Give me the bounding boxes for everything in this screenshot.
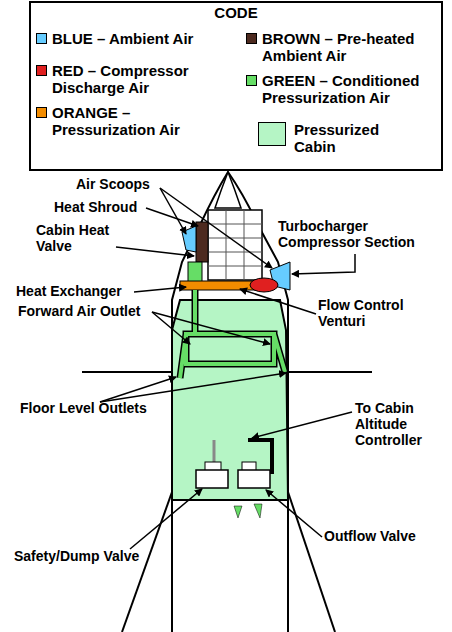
legend-heading: CODE [30, 5, 442, 21]
part-label: Forward Air Outlet [18, 303, 178, 319]
legend-text: GREEN – Conditioned Pressurization Air [262, 72, 437, 106]
leader-line [292, 254, 355, 274]
part-label: Outflow Valve [324, 528, 444, 544]
pressurization-duct [180, 281, 260, 290]
legend-text: Pressurized Cabin [294, 121, 404, 155]
part-label: Turbocharger Compressor Section [278, 218, 438, 250]
leader-line [100, 373, 286, 402]
part-label: Safety/Dump Valve [14, 548, 174, 564]
heat-shroud [196, 222, 208, 262]
leader-line [252, 412, 352, 438]
legend-swatch [258, 122, 286, 146]
fuselage-outline [172, 172, 288, 632]
legend-swatch [36, 65, 47, 76]
propeller-spinner [215, 172, 241, 208]
part-label: To Cabin Altitude Controller [355, 400, 440, 448]
leader-line [240, 289, 316, 314]
legend-text: BLUE – Ambient Air [52, 30, 212, 47]
legend-swatch [36, 107, 47, 118]
legend-swatch [246, 75, 257, 86]
leader-line [100, 377, 176, 402]
pressurized-cabin [172, 300, 288, 500]
legend-swatch [36, 33, 47, 44]
part-label: Flow Control Venturi [318, 297, 418, 329]
engine-detail [208, 210, 262, 280]
leader-line [130, 489, 202, 549]
left-wing-line [82, 371, 172, 373]
leader-line [152, 312, 270, 344]
right-tail-line [288, 492, 335, 632]
outflow-arrow [254, 504, 262, 518]
leader-line [116, 247, 194, 256]
leader-line [134, 287, 186, 292]
part-label: Floor Level Outlets [20, 400, 180, 416]
outflow-arrow [234, 506, 242, 518]
legend-text: ORANGE – Pressurization Air [52, 104, 212, 138]
leader-line [266, 490, 322, 537]
legend-text: BROWN – Pre-heated Ambient Air [262, 30, 437, 64]
leader-line [160, 188, 186, 234]
engine-block [208, 210, 262, 280]
valve-pipe [213, 440, 216, 462]
right-wing-line [288, 371, 372, 373]
part-label: Heat Shroud [54, 199, 174, 215]
legend-swatch [246, 33, 257, 44]
legend-text: RED – Compressor Discharge Air [52, 62, 212, 96]
part-label: Heat Exchanger [16, 283, 156, 299]
safety-dump-valve [196, 470, 228, 488]
leader-line [146, 208, 198, 226]
part-label: Cabin Heat Valve [36, 222, 116, 254]
compressor-discharge [250, 278, 278, 292]
outflow-valve [238, 470, 270, 488]
legend-box [30, 2, 442, 170]
leader-line [160, 188, 272, 268]
part-label: Air Scoops [76, 176, 196, 192]
